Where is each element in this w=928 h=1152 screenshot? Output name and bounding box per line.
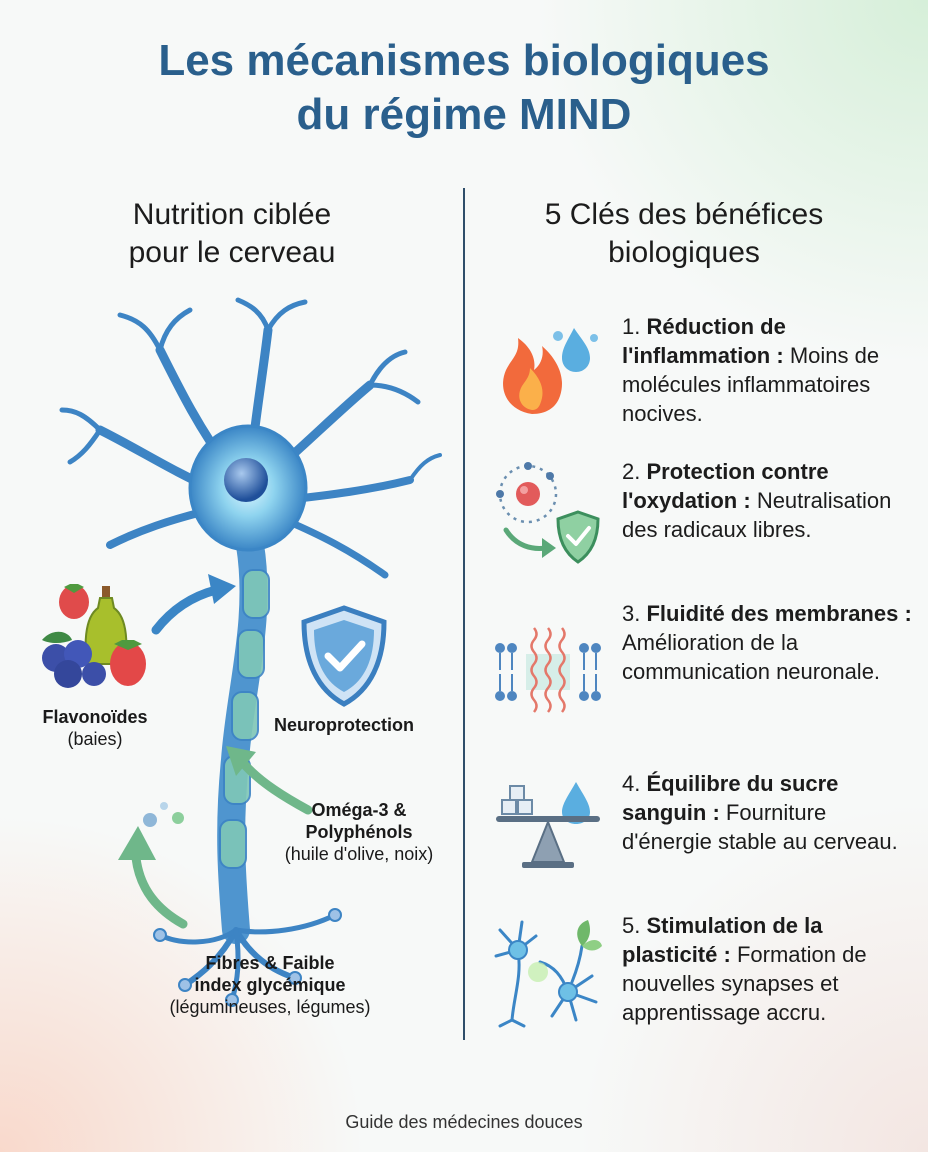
fibres-detail: (légumineuses, légumes) — [169, 997, 371, 1017]
benefit-4-title: Équilibre du sucre sanguin : — [622, 771, 839, 825]
benefit-1: 1. Réduction de l'inflammation : Moins d… — [622, 312, 912, 428]
benefit-5-num: 5. — [622, 913, 641, 938]
benefit-3-title: Fluidité des membranes : — [646, 601, 912, 626]
omega-line-2: Polyphénols — [305, 822, 413, 842]
fibres-line-1: Fibres & Faible — [205, 953, 335, 973]
benefit-2-text: Neutralisation des radicaux libres. — [622, 488, 892, 542]
benefit-1-text: Moins de molécules inflammatoires nocive… — [622, 343, 880, 426]
arrow-omega-icon — [226, 746, 313, 815]
atom-shield-icon — [496, 462, 600, 564]
footer-credit: Guide des médecines douces — [345, 1112, 583, 1132]
right-heading: 5 Clés des bénéfices biologiques — [480, 196, 888, 272]
left-heading: Nutrition ciblée pour le cerveau — [40, 196, 424, 272]
balance-icon — [496, 782, 600, 868]
omega-line-1: Oméga-3 & — [311, 800, 407, 820]
benefit-2-title: Protection contre l'oxydation : — [622, 459, 829, 513]
flavonoides-detail: (baies) — [67, 729, 123, 749]
arrow-flavonoides-icon — [151, 574, 236, 635]
neuroprotection-text: Neuroprotection — [273, 715, 414, 735]
column-divider — [463, 188, 465, 1040]
benefit-5-title: Stimulation de la plasticité : — [622, 913, 823, 967]
left-heading-line-2: pour le cerveau — [128, 236, 336, 269]
shield-check-icon — [301, 605, 387, 707]
benefit-4-num: 4. — [622, 771, 641, 796]
benefit-3-num: 3. — [622, 601, 641, 626]
benefit-2-num: 2. — [622, 459, 641, 484]
membrane-icon — [495, 627, 601, 713]
benefit-4: 4. Équilibre du sucre sanguin : Fournitu… — [622, 769, 912, 856]
omega-detail: (huile d'olive, noix) — [284, 844, 434, 864]
label-fibres: Fibres & Faible index glycémique (légumi… — [140, 952, 400, 1018]
label-omega: Oméga-3 & Polyphénols (huile d'olive, no… — [264, 799, 454, 865]
title-line-1: Les mécanismes biologiques — [158, 36, 770, 85]
benefit-5: 5. Stimulation de la plasticité : Format… — [622, 911, 912, 1027]
right-heading-line-2: biologiques — [608, 236, 760, 269]
neurons-icon — [494, 920, 602, 1028]
benefit-5-text: Formation de nouvelles synapses et appre… — [622, 942, 867, 1025]
right-heading-line-1: 5 Clés des bénéfices — [544, 198, 824, 231]
benefit-3-text: Amélioration de la communication neurona… — [622, 630, 881, 684]
page-title: Les mécanismes biologiques du régime MIN… — [0, 34, 928, 142]
berries-oil-icon — [42, 584, 146, 688]
benefit-2: 2. Protection contre l'oxydation : Neutr… — [622, 457, 912, 544]
label-neuroprotection: Neuroprotection — [254, 714, 434, 736]
benefit-1-num: 1. — [622, 314, 641, 339]
arrow-fibres-icon — [118, 826, 188, 929]
left-heading-line-1: Nutrition ciblée — [132, 198, 332, 231]
benefit-3: 3. Fluidité des membranes : Amélioration… — [622, 599, 912, 686]
fibres-line-2: index glycémique — [194, 975, 346, 995]
title-line-2: du régime MIND — [296, 90, 632, 139]
flavonoides-name: Flavonoïdes — [42, 707, 148, 727]
particles-icon — [143, 802, 184, 827]
label-flavonoides: Flavonoïdes (baies) — [20, 706, 170, 750]
benefit-4-text: Fourniture d'énergie stable au cerveau. — [622, 800, 898, 854]
fire-water-icon — [503, 328, 598, 414]
benefit-1-title: Réduction de l'inflammation : — [622, 314, 786, 368]
